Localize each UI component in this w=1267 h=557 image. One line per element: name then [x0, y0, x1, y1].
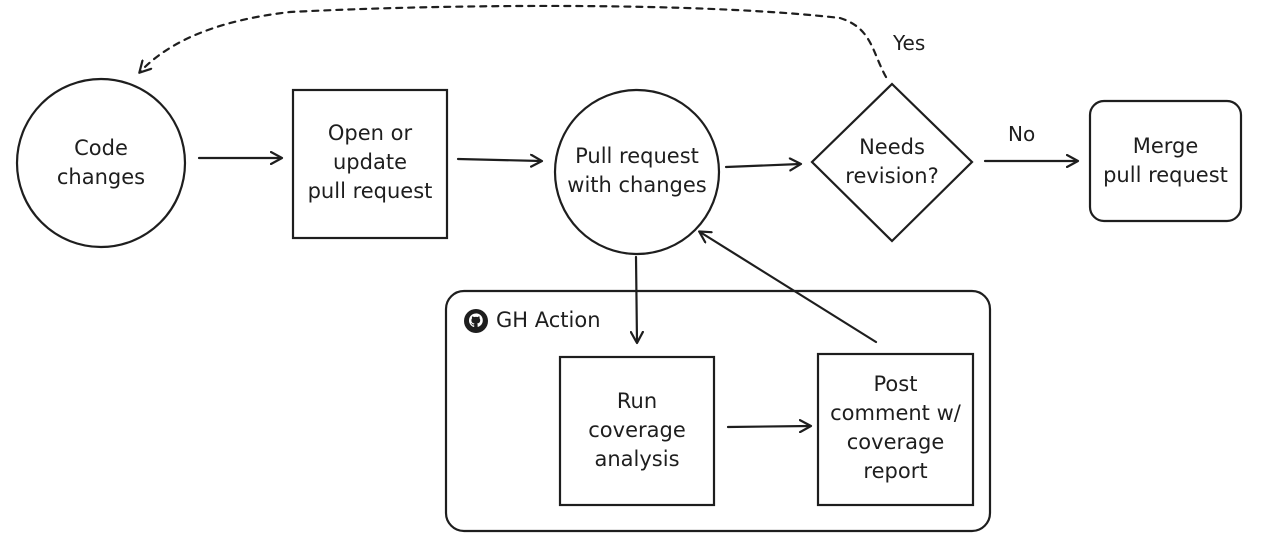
pr-changes-node — [553, 88, 721, 256]
edge-open-to-pr — [456, 159, 541, 161]
open-pr-node — [291, 88, 449, 240]
needs-revision-label: Needs revision? — [845, 135, 939, 188]
edge-pr-to-run — [636, 255, 637, 342]
gh-action-label: GH Action — [496, 308, 601, 332]
run-coverage-node — [558, 355, 716, 507]
run-coverage-label: Run coverage analysis — [588, 389, 686, 471]
yes-edge-label: Yes — [893, 31, 926, 55]
edge-post-to-pr — [700, 232, 878, 344]
open-pr-label: Open or update pull request — [307, 121, 433, 203]
edge-pr-to-decision — [724, 164, 800, 167]
edge-yes-loop — [140, 4, 888, 79]
github-icon — [464, 309, 488, 333]
pr-changes-label: Pull request with changes — [567, 144, 707, 197]
code-changes-node — [15, 77, 187, 249]
merge-pr-node — [1088, 99, 1243, 223]
no-edge-label: No — [1008, 122, 1036, 146]
post-comment-label: Post comment w/ coverage report — [830, 372, 961, 483]
post-comment-node — [816, 352, 975, 507]
needs-revision-node — [810, 82, 974, 243]
edge-run-to-post — [726, 426, 810, 427]
code-changes-label: Code changes — [56, 136, 146, 189]
merge-pr-label: Merge pull request — [1103, 134, 1228, 187]
